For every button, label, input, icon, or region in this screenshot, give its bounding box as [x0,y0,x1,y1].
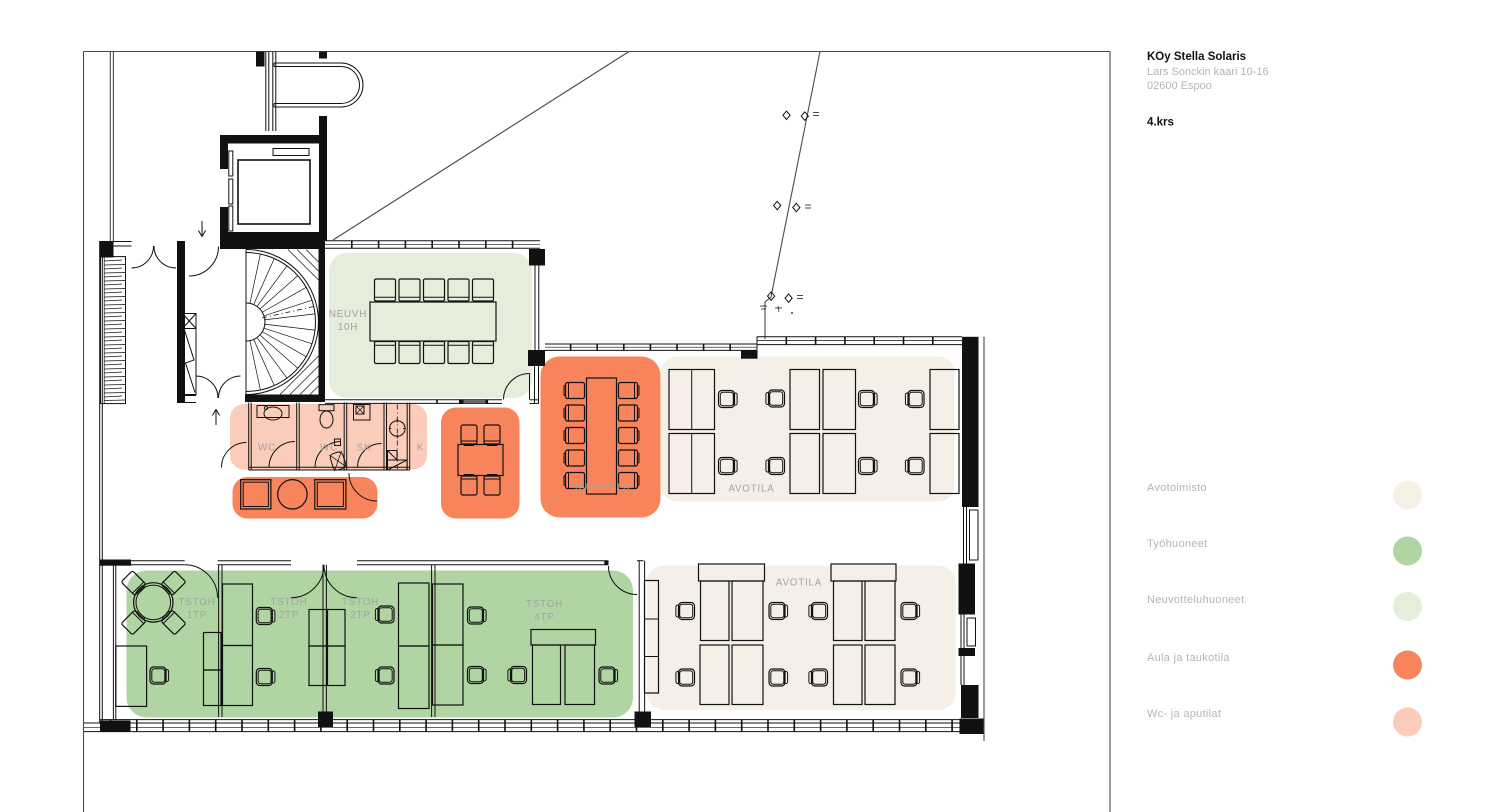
north-window-band-mid [545,343,757,351]
legend-label-open-office: Avotoimisto [1147,482,1207,494]
stairs-down-arrow [197,221,207,238]
work-room-2-cap: 2TP [279,610,299,621]
furniture [115,278,960,710]
legend-swatch-lobby [1393,650,1422,680]
work-room-4-cap: 4TP [534,612,554,623]
north-window-band-west [325,240,540,249]
legend-label-lobby: Aula ja taukotila [1147,652,1230,664]
corridor-glass-wall [325,373,539,404]
floor-label: 4.krs [1147,117,1174,129]
stair-treads [245,252,316,392]
stairs-up-arrow [211,408,221,425]
meeting-room-cap-label: 10H [338,322,358,333]
open-office-south-label: AVOTILA [776,578,822,589]
open-office-north-label: AVOTILA [728,484,774,495]
spiral-staircase [245,249,319,395]
wc2-label: WC [320,443,338,454]
zone-fills [126,253,956,718]
open-office-south-desks [643,563,921,706]
west-hatch-band [100,256,126,405]
zone-open-office-south [647,565,956,710]
work-room-furniture [115,570,619,710]
legend-swatch-meeting-rooms [1393,592,1422,621]
zone-wc [230,404,427,470]
legend: Avotoimisto Työhuoneet Neuvotteluhuoneet… [1147,480,1422,737]
south-window-band [84,711,984,734]
zone-work-rooms [126,570,633,718]
address-line-2: 02600 Espoo [1147,80,1212,92]
legend-item-work-rooms: Työhuoneet [1147,536,1422,566]
elevator [220,116,327,241]
meeting-room-label: NEUVH [329,309,367,320]
legend-item-lobby: Aula ja taukotila [1147,650,1422,680]
legend-swatch-open-office [1393,480,1422,510]
legend-label-work-rooms: Työhuoneet [1147,538,1208,550]
work-room-4-label: TSTOH [526,599,563,610]
work-room-3-cap: 2TP [350,610,370,621]
site-boundary [82,50,1111,812]
k-label: K [417,443,424,454]
legend-item-open-office: Avotoimisto [1147,480,1422,510]
zone-lounge-sofa [232,477,378,519]
address-line-1: Lars Sonckin kaari 10-16 [1147,66,1269,78]
site-diagonal-line [332,51,630,241]
legend-label-wc: Wc- ja aputilat [1147,708,1221,720]
stair-corner-hatch [279,249,319,395]
break-room-table-group [563,377,640,495]
work-room-1-cap: 1TP [187,610,207,621]
building-core [113,51,364,425]
legend-item-wc: Wc- ja aputilat [1147,707,1422,737]
sofa-group [240,478,347,510]
canopy-outline [273,62,364,108]
title-block: KOy Stella Solaris Lars Sonckin kaari 10… [1147,51,1269,129]
zone-meeting-room [329,253,532,398]
work-room-1-label: TSTOH [178,597,215,608]
boundary-markers [760,110,819,314]
legend-item-meeting-rooms: Neuvotteluhuoneet [1147,592,1422,621]
sk-label: SK [357,443,372,454]
break-room-label: TAUKOTILA [573,482,630,493]
building-name: KOy Stella Solaris [1147,51,1246,63]
room-labels: NEUVH 10H WC WC SK K TAUKOTILA AVOTILA A… [178,309,822,623]
site-plot-line [764,51,821,339]
work-room-3-label: TSTOH [342,597,379,608]
north-window-band-east [756,336,962,351]
legend-swatch-wc [1393,707,1422,737]
zone-break-room [540,356,661,518]
entry-hall [113,241,241,403]
lounge-table-group [457,424,504,496]
open-office-north-desks [668,368,960,495]
wc1-label: WC [258,443,276,454]
exterior-walls [84,240,985,741]
legend-label-meeting-rooms: Neuvotteluhuoneet [1147,594,1244,606]
east-wall [958,336,985,741]
work-room-2-label: TSTOH [270,597,307,608]
wc-fixtures [256,404,408,472]
legend-swatch-work-rooms [1393,536,1422,566]
elevator-car [237,159,311,225]
meeting-table-group [369,278,497,365]
zone-lounge-table [441,407,520,519]
